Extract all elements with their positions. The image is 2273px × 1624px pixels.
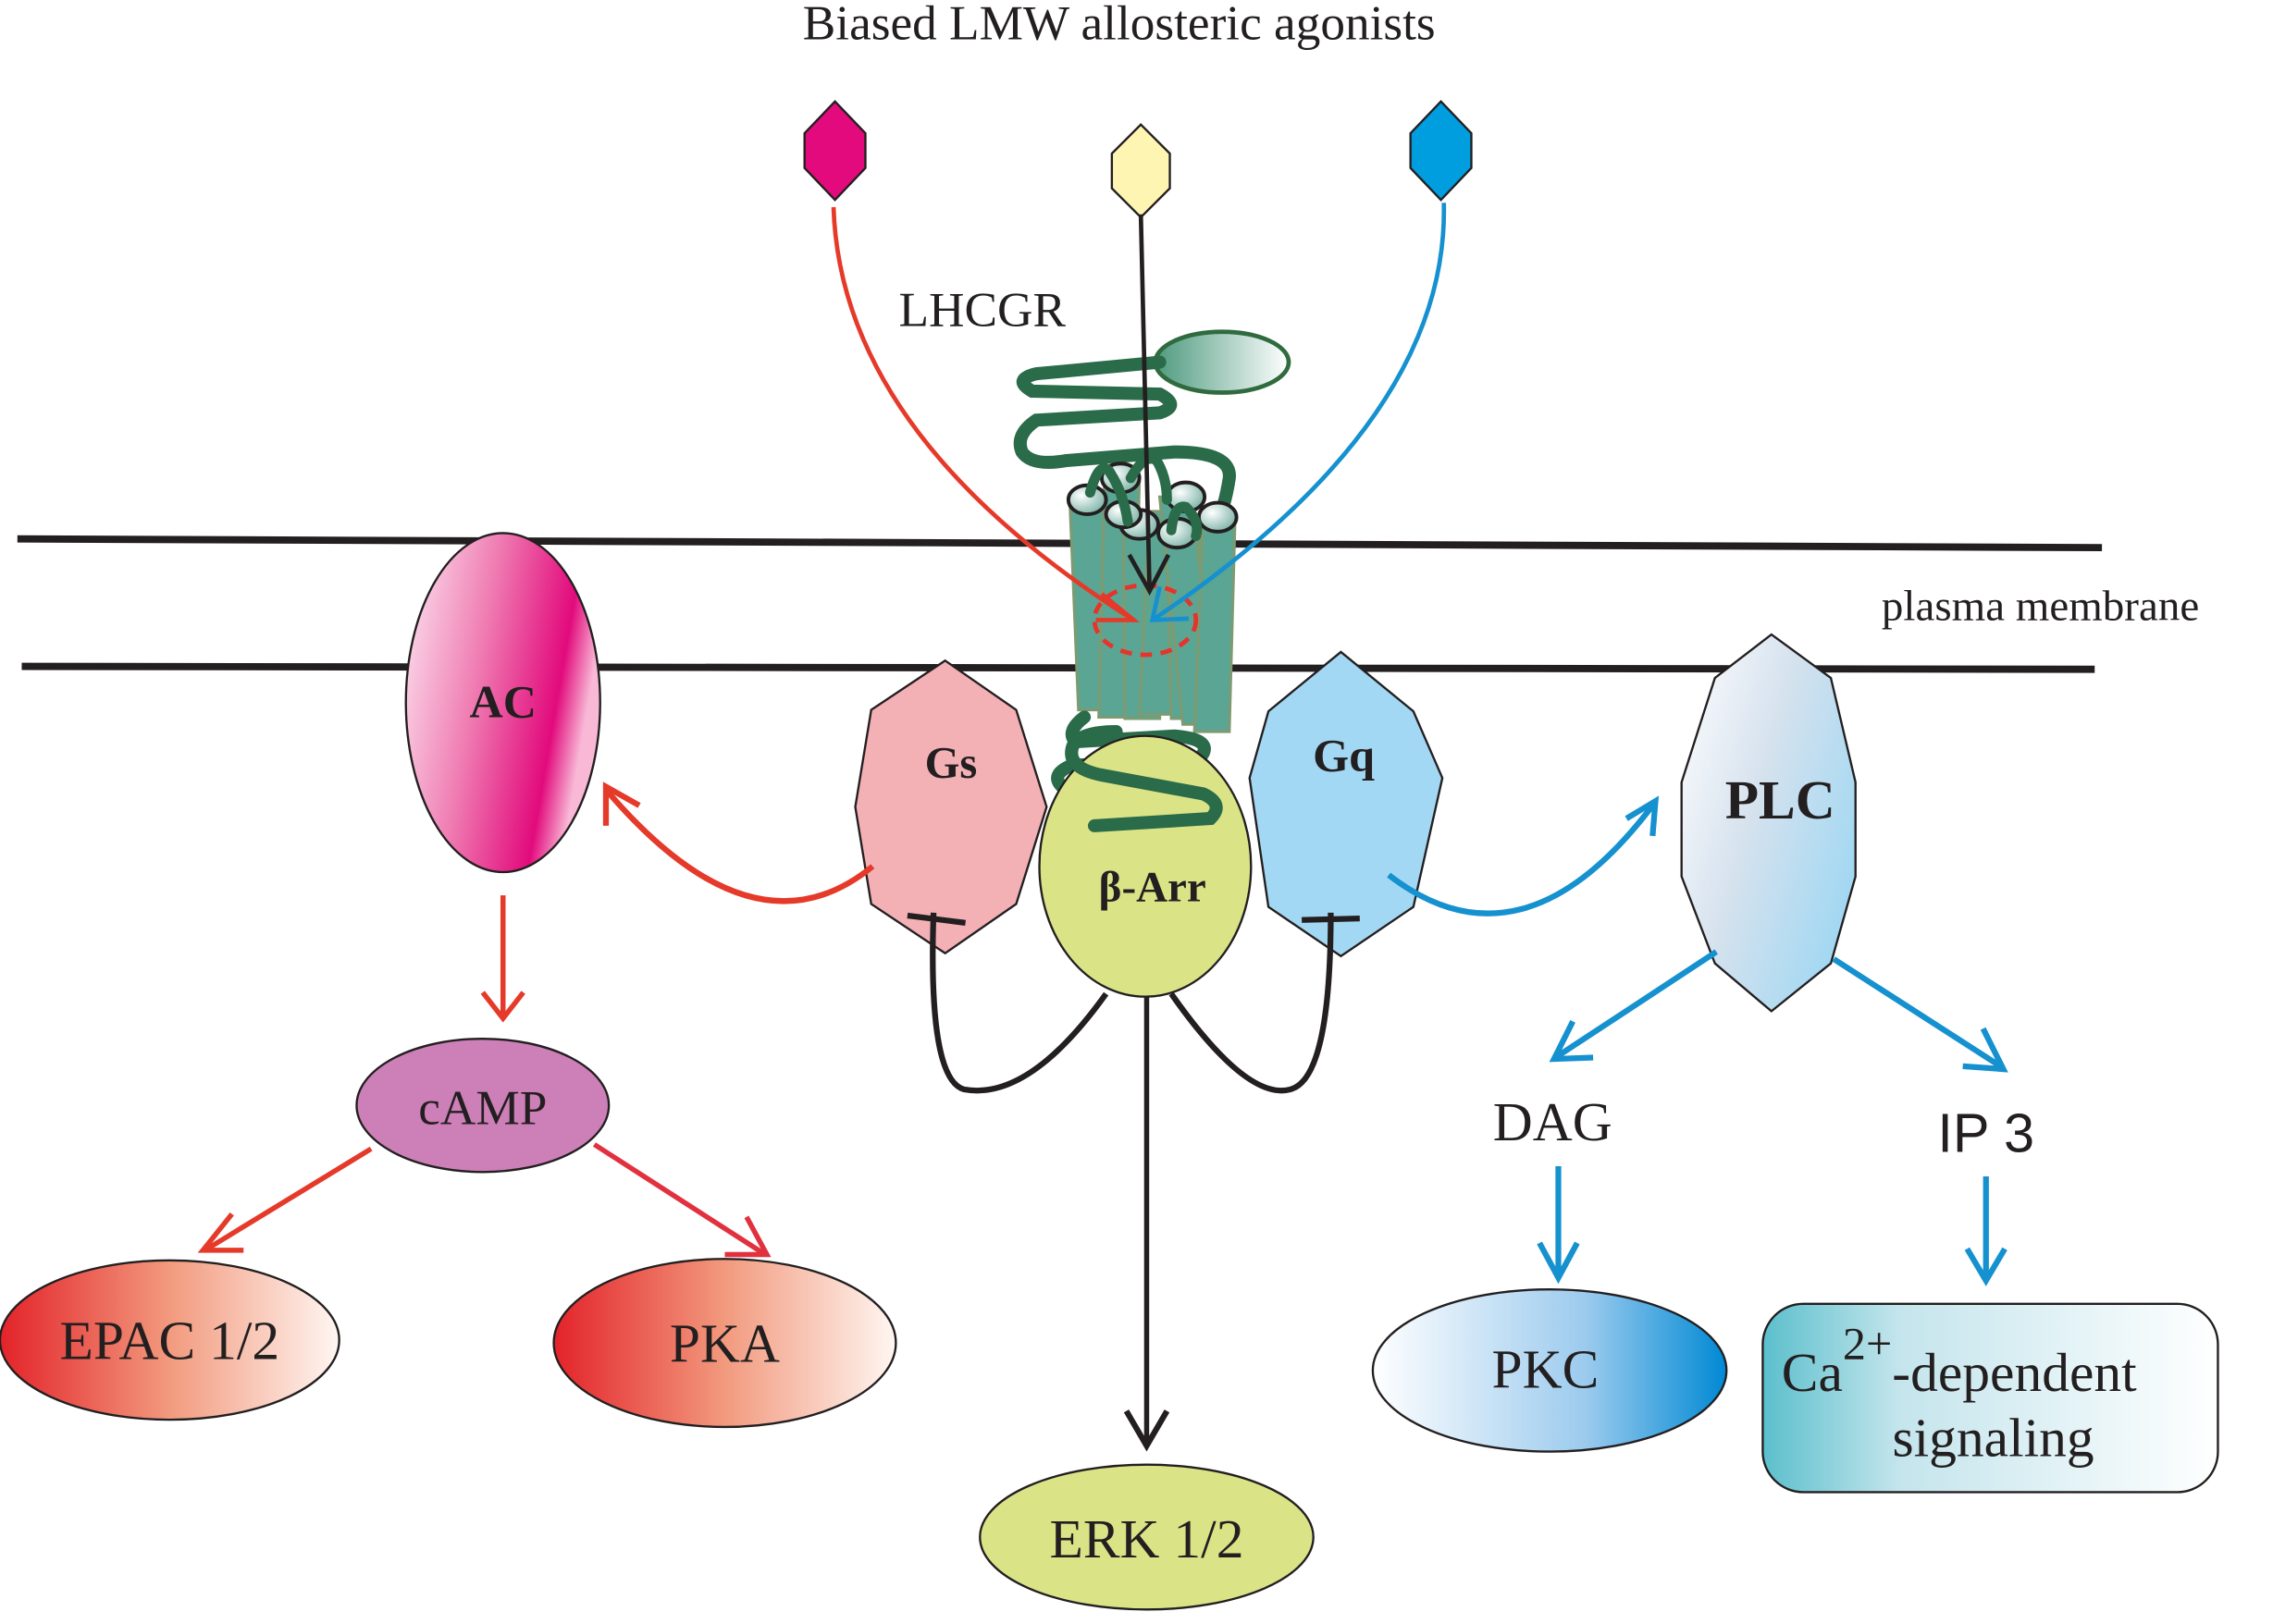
ca-base: Ca bbox=[1782, 1342, 1843, 1403]
blue-ligand-icon bbox=[1409, 99, 1473, 202]
gs-label: Gs bbox=[925, 738, 978, 788]
gq-ligand-arrow bbox=[1151, 203, 1447, 622]
plc-label: PLC bbox=[1725, 769, 1835, 830]
node-plc: PLC bbox=[1680, 633, 1857, 1013]
gs-tbar-icon bbox=[907, 912, 966, 926]
barr-ligand-arrowhead-icon bbox=[1127, 553, 1171, 597]
inhibition-arcs bbox=[907, 912, 1360, 1094]
gs-to-ac-arrow bbox=[603, 787, 875, 904]
erk-label: ERK 1/2 bbox=[1049, 1508, 1243, 1569]
pka-label: PKA bbox=[670, 1312, 780, 1373]
node-ca-signaling: Ca2+-dependent signaling bbox=[1761, 1302, 2219, 1494]
node-beta-arrestin: β-Arr bbox=[1038, 725, 1253, 998]
pkc-label: PKC bbox=[1491, 1339, 1599, 1400]
ca-suffix: -dependent bbox=[1892, 1342, 2137, 1403]
node-pka: PKA bbox=[552, 1258, 897, 1429]
membrane-label: plasma membrane bbox=[1882, 582, 2199, 630]
node-epac: EPAC 1/2 bbox=[0, 1259, 340, 1421]
gs-ligand-arrow bbox=[831, 206, 1135, 622]
node-erk: ERK 1/2 bbox=[979, 1463, 1315, 1611]
transmembrane-helices bbox=[1068, 476, 1237, 733]
camp-to-epac-arrow bbox=[205, 1146, 373, 1251]
node-camp: cAMP bbox=[355, 1037, 611, 1174]
receptor-label: LHCGR bbox=[899, 282, 1067, 337]
ligand-arrows bbox=[831, 203, 1447, 622]
node-ac: AC bbox=[404, 532, 601, 874]
gq-to-plc-arrowhead-icon bbox=[1624, 795, 1660, 837]
camp-label: cAMP bbox=[418, 1081, 547, 1136]
yellow-ligand-icon bbox=[1110, 123, 1171, 219]
membrane-outer-line bbox=[17, 535, 2103, 552]
camp-to-epac-arrowhead-icon bbox=[197, 1212, 244, 1253]
barr-ligand-arrow bbox=[1138, 214, 1152, 592]
gq-ligand-arrowhead-icon bbox=[1149, 585, 1190, 622]
ca-superscript: 2+ bbox=[1843, 1317, 1892, 1369]
ac-to-camp-arrowhead-icon bbox=[480, 990, 525, 1023]
gs-ligand-arrowhead-icon bbox=[1095, 592, 1140, 622]
barr-inhibits-gs bbox=[930, 912, 1109, 1094]
node-gs: Gs bbox=[854, 658, 1048, 955]
node-gq: Gq bbox=[1248, 650, 1444, 958]
dag-to-pkc-arrowhead-icon bbox=[1537, 1241, 1580, 1285]
ca-label-line1: Ca2+-dependent bbox=[1782, 1317, 2137, 1402]
plc-to-dag-arrowhead-icon bbox=[1549, 1019, 1594, 1063]
gq-to-plc-arrow bbox=[1387, 804, 1655, 917]
node-pkc: PKC bbox=[1371, 1287, 1728, 1453]
ip3-label: IP 3 bbox=[1937, 1101, 2034, 1163]
plc-to-ip3-arrowhead-icon bbox=[1962, 1027, 2008, 1073]
epac-label: EPAC 1/2 bbox=[60, 1310, 280, 1371]
barr-inhibits-gq bbox=[1168, 912, 1334, 1094]
gq-tbar-icon bbox=[1302, 916, 1360, 923]
camp-to-pka-arrow bbox=[592, 1142, 767, 1257]
dag-label: DAG bbox=[1493, 1091, 1612, 1152]
helix-caps bbox=[1066, 461, 1239, 550]
extracellular-loops bbox=[1084, 453, 1203, 542]
barr-to-erk-arrowhead-icon bbox=[1123, 1409, 1170, 1452]
plc-to-dag-arrow bbox=[1553, 949, 1719, 1061]
ip3-to-ca-arrowhead-icon bbox=[1964, 1247, 2007, 1286]
plc-to-ip3-arrow bbox=[1832, 956, 2003, 1069]
ca-label-line2: signaling bbox=[1892, 1407, 2094, 1468]
barr-label: β-Arr bbox=[1099, 863, 1206, 911]
magenta-ligand-icon bbox=[803, 99, 867, 202]
ac-label: AC bbox=[470, 675, 537, 727]
ecd-icon bbox=[1153, 329, 1291, 395]
diagram-title: Biased LMW allosteric agonists bbox=[803, 0, 1436, 50]
ecd-loop bbox=[1013, 355, 1236, 535]
gs-to-ac-arrowhead-icon bbox=[602, 781, 641, 826]
receptor-lhcgr: LHCGR bbox=[899, 282, 1291, 821]
camp-to-pka-arrowhead-icon bbox=[724, 1215, 772, 1258]
gq-label: Gq bbox=[1313, 729, 1375, 781]
